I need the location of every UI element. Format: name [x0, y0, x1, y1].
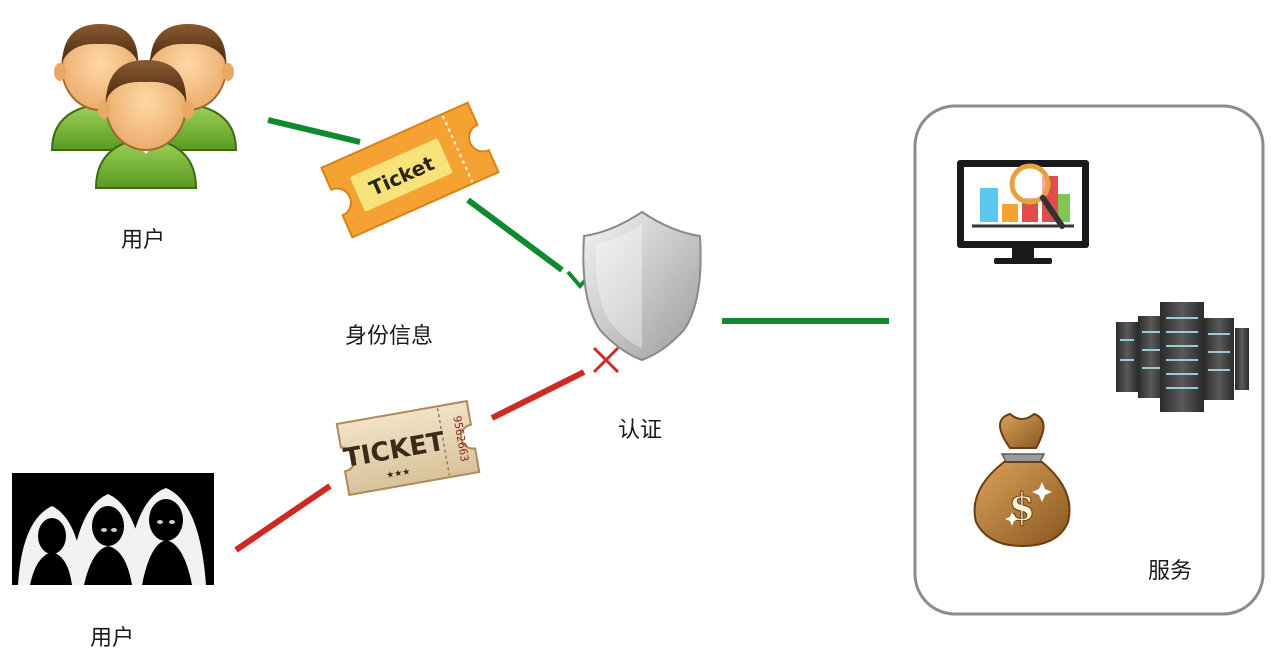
invalid-line-2 — [490, 369, 586, 421]
ticket-icon: Ticket — [320, 101, 500, 239]
valid-line-2 — [466, 197, 564, 273]
money-bag-icon: $ — [973, 412, 1071, 548]
valid-line-1 — [267, 117, 361, 145]
invalid-line-1 — [234, 483, 332, 553]
users-icon — [50, 24, 238, 189]
fake-ticket-icon: TICKET ★★★ 9562663 — [335, 399, 481, 497]
attackers-label: 用户 — [90, 626, 135, 651]
cross-icon — [592, 346, 620, 374]
attackers-icon — [12, 473, 214, 585]
shield-icon — [582, 210, 702, 362]
monitor-chart-icon — [957, 160, 1089, 264]
ticket-fake-stars: ★★★ — [386, 467, 412, 481]
credential-label: 身份信息 — [345, 324, 434, 349]
services-label: 服务 — [1148, 559, 1193, 584]
auth-label: 认证 — [618, 418, 663, 443]
users-label: 用户 — [121, 228, 166, 253]
server-rack-icon — [1116, 302, 1249, 412]
